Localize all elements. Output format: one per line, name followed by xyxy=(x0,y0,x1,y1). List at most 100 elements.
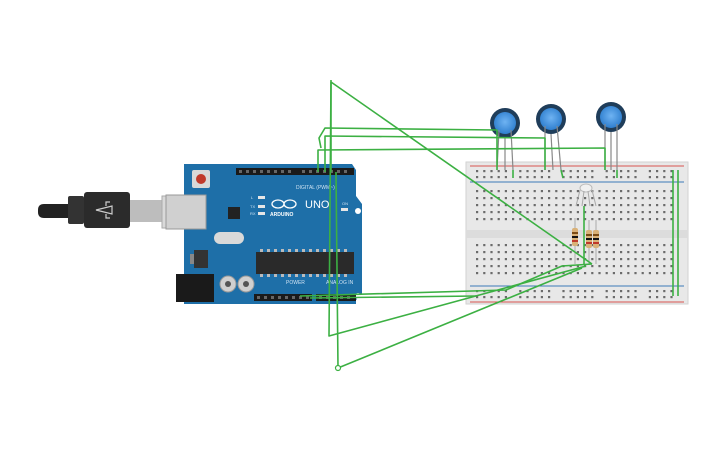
breadboard-hole[interactable] xyxy=(612,218,615,221)
breadboard-hole[interactable] xyxy=(497,211,500,214)
breadboard-hole[interactable] xyxy=(497,272,500,275)
breadboard-hole[interactable] xyxy=(656,211,659,214)
breadboard-hole[interactable] xyxy=(555,265,558,268)
breadboard-hole[interactable] xyxy=(576,251,579,254)
breadboard-hole[interactable] xyxy=(490,176,493,179)
breadboard-hole[interactable] xyxy=(656,296,659,299)
breadboard-hole[interactable] xyxy=(612,176,615,179)
breadboard-hole[interactable] xyxy=(533,170,536,173)
breadboard-hole[interactable] xyxy=(562,197,565,200)
breadboard-hole[interactable] xyxy=(612,272,615,275)
breadboard-hole[interactable] xyxy=(591,244,594,247)
breadboard-hole[interactable] xyxy=(490,258,493,261)
breadboard-hole[interactable] xyxy=(576,265,579,268)
breadboard-hole[interactable] xyxy=(670,265,673,268)
breadboard-hole[interactable] xyxy=(569,204,572,207)
breadboard-hole[interactable] xyxy=(612,251,615,254)
breadboard-hole[interactable] xyxy=(490,251,493,254)
breadboard-hole[interactable] xyxy=(576,218,579,221)
breadboard-hole[interactable] xyxy=(634,218,637,221)
breadboard-hole[interactable] xyxy=(648,204,651,207)
breadboard-hole[interactable] xyxy=(490,170,493,173)
breadboard-hole[interactable] xyxy=(641,244,644,247)
breadboard-hole[interactable] xyxy=(548,211,551,214)
breadboard-hole[interactable] xyxy=(555,244,558,247)
breadboard-hole[interactable] xyxy=(591,296,594,299)
breadboard-hole[interactable] xyxy=(483,170,486,173)
wires[interactable] xyxy=(299,79,679,369)
potentiometer-2[interactable] xyxy=(536,104,566,171)
breadboard-hole[interactable] xyxy=(569,197,572,200)
breadboard-hole[interactable] xyxy=(512,244,515,247)
breadboard-hole[interactable] xyxy=(663,272,666,275)
breadboard-hole[interactable] xyxy=(497,176,500,179)
breadboard-hole[interactable] xyxy=(519,290,522,293)
breadboard-hole[interactable] xyxy=(490,218,493,221)
breadboard-hole[interactable] xyxy=(476,218,479,221)
breadboard-hole[interactable] xyxy=(591,258,594,261)
breadboard-hole[interactable] xyxy=(656,265,659,268)
breadboard-hole[interactable] xyxy=(562,204,565,207)
breadboard-hole[interactable] xyxy=(634,176,637,179)
wire-endpoint[interactable] xyxy=(334,364,342,372)
breadboard-hole[interactable] xyxy=(483,211,486,214)
breadboard-hole[interactable] xyxy=(519,204,522,207)
breadboard-hole[interactable] xyxy=(591,218,594,221)
breadboard-hole[interactable] xyxy=(612,170,615,173)
breadboard-hole[interactable] xyxy=(663,204,666,207)
breadboard-hole[interactable] xyxy=(648,197,651,200)
breadboard-hole[interactable] xyxy=(584,244,587,247)
breadboard-hole[interactable] xyxy=(548,204,551,207)
breadboard-hole[interactable] xyxy=(497,290,500,293)
breadboard-hole[interactable] xyxy=(663,290,666,293)
breadboard-hole[interactable] xyxy=(627,218,630,221)
breadboard-hole[interactable] xyxy=(656,170,659,173)
breadboard-hole[interactable] xyxy=(526,176,529,179)
breadboard-hole[interactable] xyxy=(634,204,637,207)
breadboard-hole[interactable] xyxy=(620,272,623,275)
breadboard-hole[interactable] xyxy=(526,197,529,200)
breadboard-hole[interactable] xyxy=(519,272,522,275)
breadboard-hole[interactable] xyxy=(591,197,594,200)
breadboard-hole[interactable] xyxy=(562,218,565,221)
breadboard-hole[interactable] xyxy=(504,290,507,293)
breadboard-hole[interactable] xyxy=(476,170,479,173)
breadboard-hole[interactable] xyxy=(504,218,507,221)
breadboard-hole[interactable] xyxy=(670,197,673,200)
breadboard-hole[interactable] xyxy=(576,211,579,214)
breadboard-hole[interactable] xyxy=(476,176,479,179)
breadboard-hole[interactable] xyxy=(483,251,486,254)
breadboard-hole[interactable] xyxy=(490,211,493,214)
breadboard-hole[interactable] xyxy=(476,197,479,200)
breadboard-hole[interactable] xyxy=(670,204,673,207)
breadboard-hole[interactable] xyxy=(584,204,587,207)
breadboard-hole[interactable] xyxy=(576,244,579,247)
breadboard-hole[interactable] xyxy=(504,258,507,261)
breadboard-hole[interactable] xyxy=(634,197,637,200)
breadboard-hole[interactable] xyxy=(512,204,515,207)
breadboard-hole[interactable] xyxy=(605,204,608,207)
breadboard-hole[interactable] xyxy=(656,190,659,193)
breadboard-hole[interactable] xyxy=(540,218,543,221)
breadboard-hole[interactable] xyxy=(576,272,579,275)
breadboard-hole[interactable] xyxy=(548,296,551,299)
breadboard-hole[interactable] xyxy=(483,296,486,299)
breadboard-hole[interactable] xyxy=(490,244,493,247)
breadboard-hole[interactable] xyxy=(576,176,579,179)
breadboard-holes[interactable] xyxy=(476,170,673,299)
breadboard-hole[interactable] xyxy=(533,296,536,299)
breadboard-hole[interactable] xyxy=(670,170,673,173)
breadboard-hole[interactable] xyxy=(569,296,572,299)
breadboard-hole[interactable] xyxy=(548,251,551,254)
breadboard-hole[interactable] xyxy=(620,176,623,179)
breadboard-hole[interactable] xyxy=(555,251,558,254)
breadboard-hole[interactable] xyxy=(483,265,486,268)
breadboard-hole[interactable] xyxy=(526,244,529,247)
breadboard-hole[interactable] xyxy=(533,272,536,275)
breadboard-hole[interactable] xyxy=(663,296,666,299)
breadboard-hole[interactable] xyxy=(627,211,630,214)
breadboard-hole[interactable] xyxy=(641,251,644,254)
breadboard-hole[interactable] xyxy=(576,204,579,207)
breadboard-hole[interactable] xyxy=(627,258,630,261)
breadboard-hole[interactable] xyxy=(569,244,572,247)
